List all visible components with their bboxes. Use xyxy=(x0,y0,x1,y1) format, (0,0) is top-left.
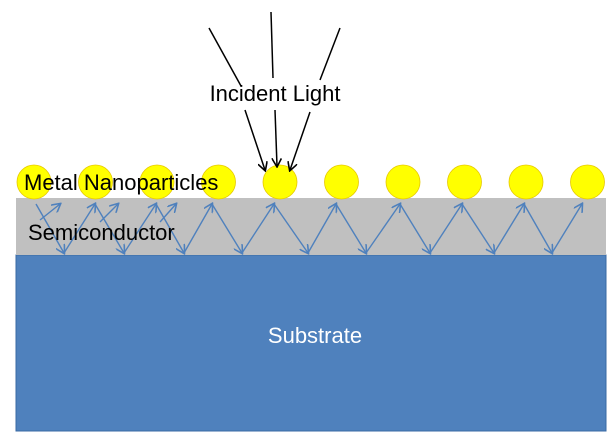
reflection-arrow xyxy=(493,204,524,254)
reflection-arrows xyxy=(35,203,582,254)
reflection-arrow xyxy=(159,204,176,223)
metal-nanoparticles-label: Metal Nanoparticles xyxy=(24,170,218,195)
reflection-arrow xyxy=(365,204,400,254)
reflection-arrow xyxy=(211,203,242,253)
nanoparticle xyxy=(262,164,298,200)
reflection-arrow xyxy=(429,204,462,254)
nanoparticle xyxy=(508,164,544,200)
reflection-arrow xyxy=(94,203,124,253)
incident-ray xyxy=(270,11,274,79)
reflection-arrow xyxy=(63,204,95,254)
reflection-arrow xyxy=(551,204,582,254)
nanoparticle xyxy=(447,164,482,200)
incident-ray xyxy=(208,27,242,87)
incident-ray-arrow xyxy=(290,111,311,170)
reflection-arrow xyxy=(523,203,552,253)
reflection-arrow xyxy=(461,203,494,253)
reflection-arrow xyxy=(155,203,184,253)
nanoparticle xyxy=(570,164,605,200)
substrate-label: Substrate xyxy=(268,323,362,348)
reflection-arrow xyxy=(335,203,366,253)
reflection-arrow xyxy=(399,203,430,253)
substrate-layer xyxy=(15,254,607,432)
reflection-arrow xyxy=(241,204,274,254)
incident-light-rays xyxy=(208,11,341,170)
reflection-arrow xyxy=(307,204,336,254)
nanoparticle xyxy=(201,164,236,200)
nanoparticles xyxy=(16,164,605,200)
reflection-arrow xyxy=(99,204,118,223)
reflection-arrow xyxy=(273,203,308,253)
reflection-arrow xyxy=(35,203,64,253)
incident-ray xyxy=(319,27,341,81)
reflection-arrow xyxy=(123,204,156,254)
nanoparticle xyxy=(385,164,421,200)
incident-ray-arrow xyxy=(275,109,277,166)
nanoparticle xyxy=(139,164,175,200)
incident-ray-arrow xyxy=(244,109,265,170)
reflection-arrow xyxy=(183,204,212,254)
semiconductor-label: Semiconductor xyxy=(28,220,175,245)
nanoparticle xyxy=(78,164,113,200)
reflection-arrow xyxy=(39,204,60,221)
incident-light-label: Incident Light xyxy=(210,81,341,106)
nanoparticle xyxy=(324,164,359,200)
nanoparticle xyxy=(16,164,52,200)
